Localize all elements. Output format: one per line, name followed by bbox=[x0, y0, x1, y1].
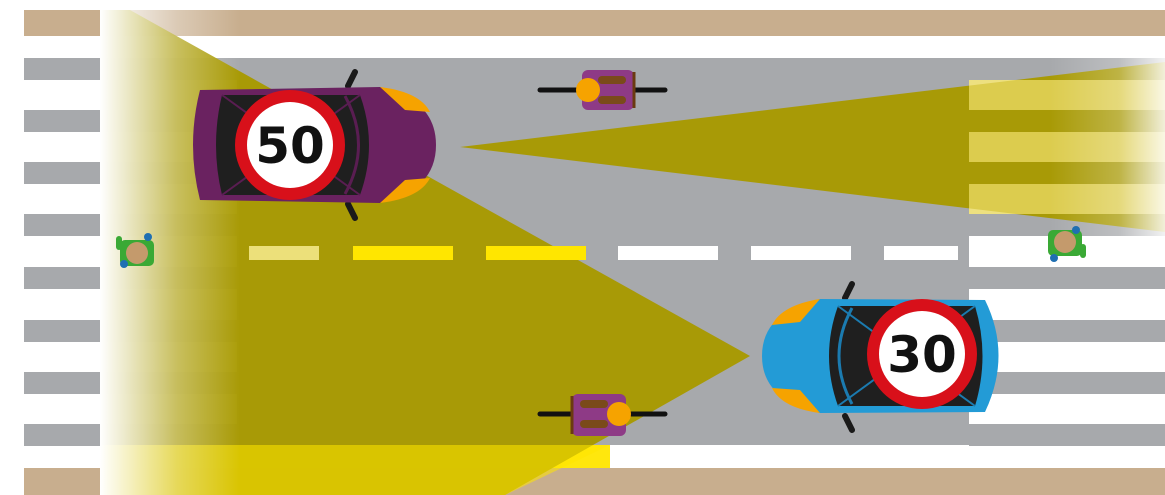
speed-limit-30-label: 30 bbox=[887, 326, 957, 384]
lane-marking-highlight bbox=[249, 246, 586, 260]
speed-limit-50-label: 50 bbox=[255, 117, 325, 175]
car-50-icon: 50 bbox=[193, 72, 436, 218]
pedestrian-right-icon bbox=[1048, 226, 1086, 262]
fade-right bbox=[1050, 58, 1165, 238]
